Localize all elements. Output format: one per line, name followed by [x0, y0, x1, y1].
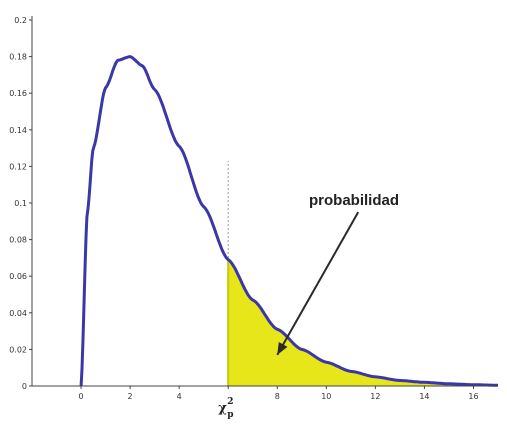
axes: [31, 16, 498, 387]
y-tick-label: 0.1: [14, 199, 27, 208]
annotation-arrow-shaft: [276, 211, 360, 356]
x-tick-label: 8: [275, 392, 280, 401]
y-tick-label: 0.16: [9, 89, 27, 98]
y-tick-label: 0.08: [9, 236, 27, 245]
shaded-probability-region: [228, 259, 498, 386]
critical-value-label: χ 2 p: [218, 397, 233, 420]
density-curve-line: [79, 55, 499, 387]
y-tick-label: 0.14: [9, 126, 27, 135]
x-tick-label: 12: [370, 392, 380, 401]
annotation-arrow-head: [277, 342, 288, 355]
y-axis-ticks: 0 0.02 0.04 0.06 0.08 0.1 0.12 0.14 0.16 0.18 0.2: [9, 16, 32, 391]
shaded-area: [228, 259, 498, 386]
y-tick-label: 0.18: [9, 53, 27, 62]
y-tick-label: 0.12: [9, 162, 27, 171]
y-tick-label: 0.04: [9, 309, 27, 318]
x-tick-label: 16: [468, 392, 478, 401]
x-tick-label: 0: [79, 392, 84, 401]
annotation-label: probabilidad: [309, 192, 399, 209]
x-tick-label: 10: [321, 392, 331, 401]
y-tick-label: 0.02: [9, 345, 27, 354]
y-tick-label: 0: [22, 382, 27, 391]
x-tick-label: 14: [419, 392, 429, 401]
y-tick-label: 0.06: [9, 272, 27, 281]
x-axis-ticks: 0 2 4 8 10 12 14 16: [79, 386, 479, 401]
x-tick-label: 4: [177, 392, 182, 401]
critical-symbol: χ: [218, 401, 227, 416]
density-curve: [79, 55, 499, 387]
critical-superscript: 2: [227, 397, 233, 407]
x-tick-label: 2: [128, 392, 133, 401]
y-tick-label: 0.2: [14, 16, 27, 25]
annotation: probabilidad: [276, 192, 399, 356]
critical-subscript: p: [227, 410, 233, 420]
